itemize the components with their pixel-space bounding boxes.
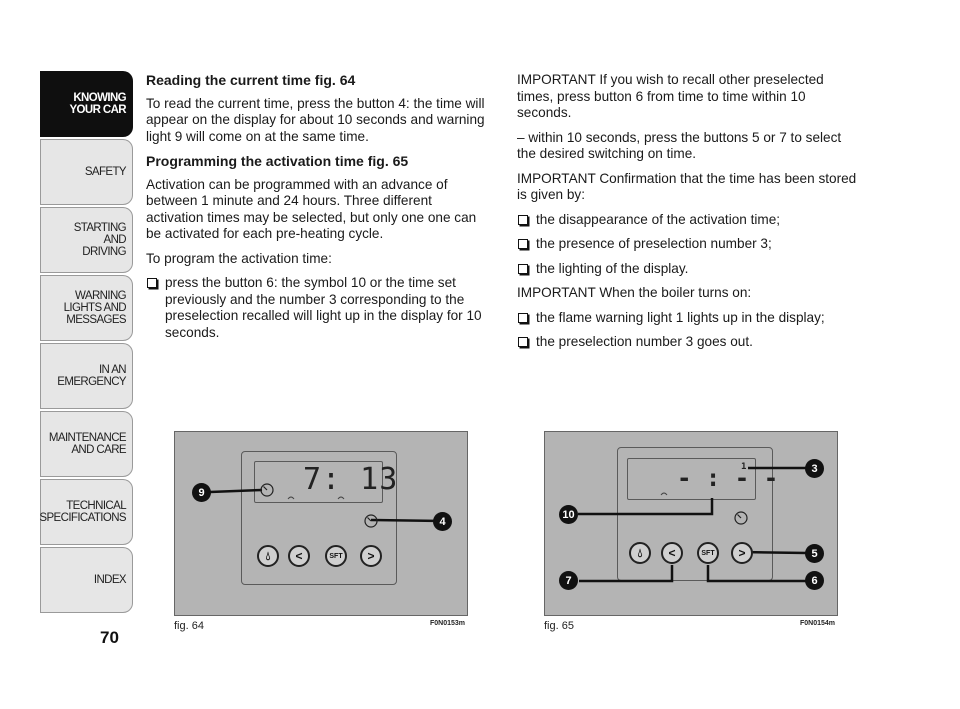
clock-icon [364,514,378,533]
timer-display [254,461,383,503]
right-arrow-icon: > [367,549,375,563]
clock-icon [260,483,274,502]
callout-9: 9 [192,483,211,502]
bullet-item: the disappearance of the activation time… [517,212,862,229]
sft-button[interactable]: SFT [697,542,719,564]
clock-icon [734,511,748,530]
paragraph: IMPORTANT Confirmation that the time has… [517,170,857,203]
timer-display [627,458,756,500]
bullet-item: the flame warning light 1 lights up in t… [517,310,862,327]
figure-code: F0N0153m [430,620,466,627]
figure-caption: fig. 64 [174,620,204,632]
flame-button[interactable]: 💧︎ [629,542,651,564]
callout-6: 6 [805,571,824,590]
paragraph: – within 10 seconds, press the buttons 5… [517,129,842,162]
paragraph: To read the current time, press the butt… [146,95,485,144]
sft-button[interactable]: SFT [325,545,347,567]
figure-caption: fig. 65 [544,620,574,632]
figure-code: F0N0154m [800,620,836,627]
display-time: 7: 13 [303,462,399,497]
right-arrow-icon: > [738,546,746,560]
paragraph: IMPORTANT When the boiler turns on: [517,285,752,300]
right-arrow-button[interactable]: > [731,542,753,564]
callout-4: 4 [433,512,452,531]
tab-knowing-your-car[interactable]: KNOWING YOUR CAR [40,71,133,137]
tab-in-an-emergency[interactable]: IN AN EMERGENCY [40,343,133,409]
tab-warning-lights[interactable]: WARNING LIGHTS AND MESSAGES [40,275,133,341]
paragraph: IMPORTANT If you wish to recall other pr… [517,72,824,120]
callout-10: 10 [559,505,578,524]
callout-5: 5 [805,544,824,563]
bullet-item: the presence of preselection number 3; [517,236,862,253]
bullet-item: press the button 6: the symbol 10 or the… [146,275,488,341]
left-arrow-button[interactable]: < [288,545,310,567]
flame-icon: 💧︎ [637,545,643,560]
callout-lines [209,488,444,523]
callout-3: 3 [805,459,824,478]
left-arrow-button[interactable]: < [661,542,683,564]
flame-icon: 💧︎ [265,548,271,563]
tab-safety[interactable]: SAFETY [40,139,133,205]
tab-technical-specifications[interactable]: TECHNICAL SPECIFICATIONS [39,479,133,545]
tab-starting-and-driving[interactable]: STARTING AND DRIVING [40,207,133,273]
bullet-item: the preselection number 3 goes out. [517,334,862,351]
page-number: 70 [100,628,119,647]
callout-7: 7 [559,571,578,590]
timer-panel [241,451,397,585]
tab-maintenance-and-care[interactable]: MAINTENANCE AND CARE [40,411,133,477]
flame-button[interactable]: 💧︎ [257,545,279,567]
paragraph: Activation can be programmed with an adv… [146,176,477,242]
left-arrow-icon: < [295,549,303,563]
right-column: IMPORTANT If you wish to recall other pr… [517,72,862,359]
figure-65: - : - - 1 💧︎ < SFT > 3 10 5 7 6 [544,431,838,616]
heading-programming-time: Programming the activation time fig. 65 [146,153,409,169]
figure-64: 7: 13 💧︎ < SFT > 9 4 [174,431,468,616]
callout-lines [578,466,809,583]
paragraph: To program the activation time: [146,250,332,266]
preselection-number: 1 [741,462,747,472]
left-arrow-icon: < [668,546,676,560]
right-arrow-button[interactable]: > [360,545,382,567]
tab-index[interactable]: INDEX [40,547,133,613]
heading-reading-time: Reading the current time fig. 64 [146,72,356,88]
left-column: Reading the current time fig. 64 To read… [146,72,488,349]
bullet-item: the lighting of the display. [517,261,862,278]
